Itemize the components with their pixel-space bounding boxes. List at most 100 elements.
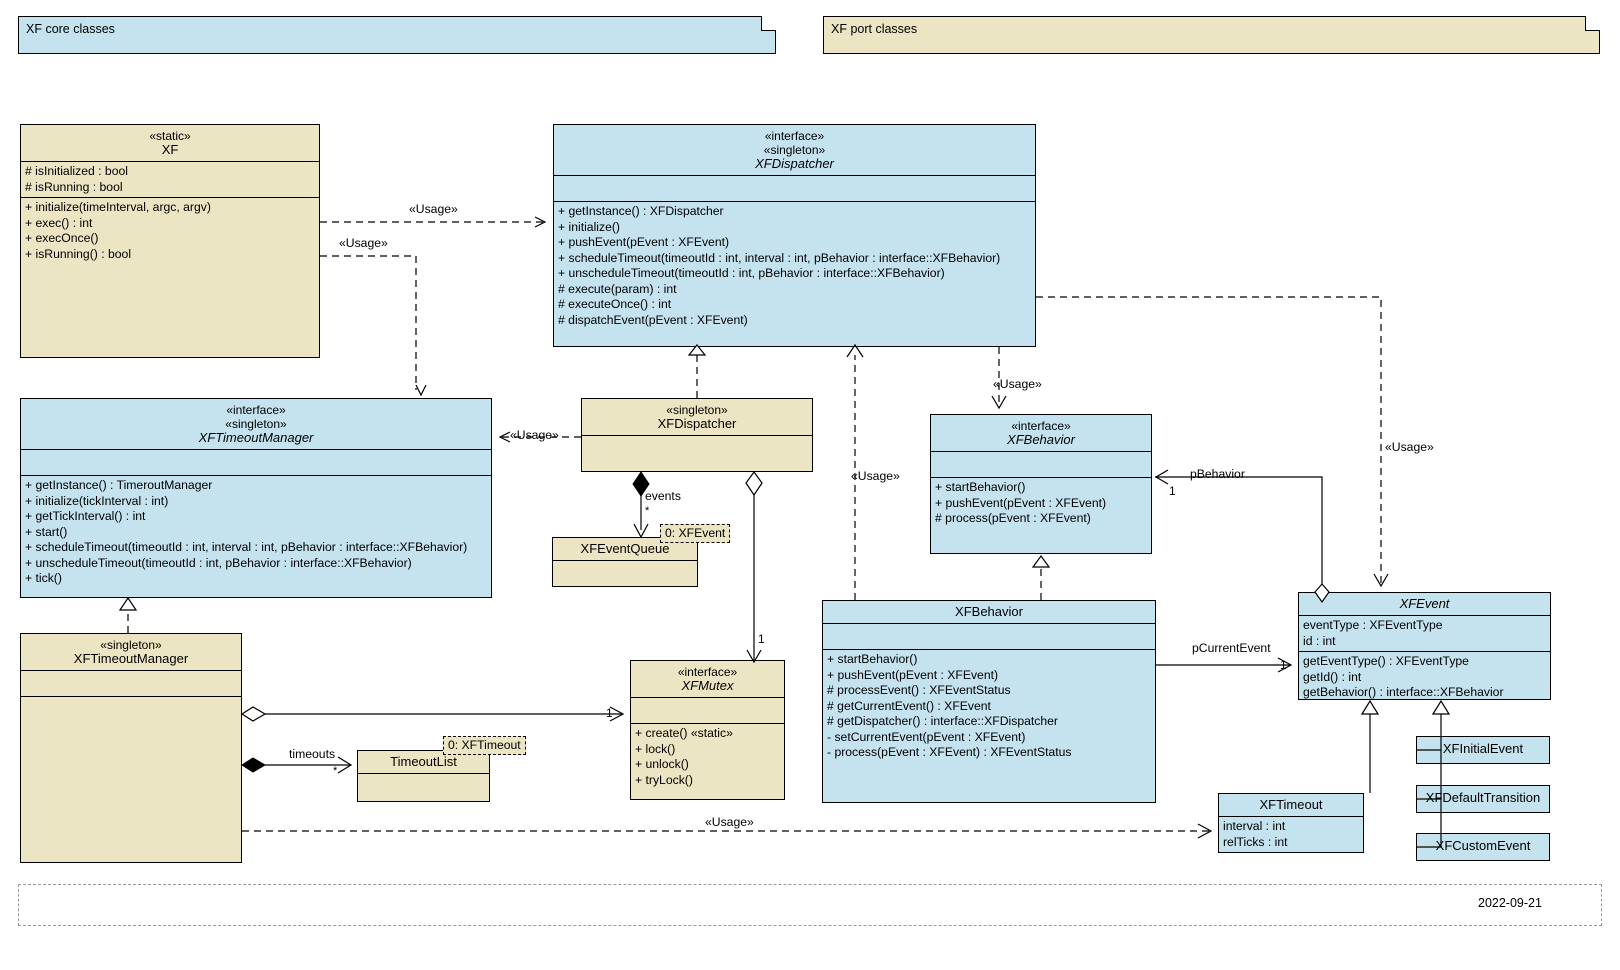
connector-realization-xftimeoutmanager [118,596,138,633]
label-usage-behavior-dispatcher: «Usage» [851,469,900,483]
stereotype-interface: «interface» [1011,419,1071,433]
class-xfcustomevent-name: XFCustomEvent [1435,838,1531,853]
class-xfevent-header: XFEvent [1299,593,1550,616]
label-mult-events: * [645,505,650,517]
label-usage-xf-dispatcher: «Usage» [409,202,458,216]
connector-realization-xfdispatcher [687,344,707,398]
label-role-events: events [645,489,681,503]
class-xfmutex-attributes [631,698,784,724]
class-xfmutex[interactable]: «interface» XFMutex + create() «static» … [630,660,785,800]
class-xfbehavior-operations: + startBehavior() + pushEvent(pEvent : X… [823,650,1155,802]
class-xftimeout[interactable]: XFTimeout interval : int relTicks : int [1218,793,1364,853]
operation-row: + startBehavior() [827,652,918,666]
operation-row: # processEvent() : XFEventStatus [827,683,1011,697]
attribute-row: relTicks : int [1223,834,1288,849]
class-xfbehavior[interactable]: XFBehavior + startBehavior() + pushEvent… [822,600,1156,803]
class-xfdispatcher-interface[interactable]: «interface» «singleton» XFDispatcher + g… [553,124,1036,347]
operation-row: - setCurrentEvent(pEvent : XFEvent) [827,729,1026,744]
operation-row: + pushEvent(pEvent : XFEvent) [935,495,1107,510]
label-mult-pcurrentevent: 1 [1280,658,1287,672]
class-xfdispatcher-interface-attributes [554,176,1035,202]
dogear-icon [761,16,776,31]
attribute-row: # isRunning : bool [25,179,123,194]
template-binding-xfeventqueue: 0: XFEvent [660,524,731,543]
class-xfbehavior-interface-operations: + startBehavior() + pushEvent(pEvent : X… [931,478,1151,553]
stereotype-singleton: «singleton» [225,417,287,431]
class-xfeventqueue[interactable]: XFEventQueue [552,537,698,587]
operation-row: + startBehavior() [935,480,1026,494]
class-xftimeoutmanager-singleton-body [21,697,241,862]
class-xfmutex-header: «interface» XFMutex [631,661,784,698]
operation-row: + tick() [25,571,62,585]
class-xfevent-attributes: eventType : XFEventType id : int [1299,616,1550,652]
class-xfbehavior-interface-attributes [931,452,1151,478]
label-mult-mutex-left: 1 [606,706,613,720]
class-xf[interactable]: «static» XF # isInitialized : bool # isR… [20,124,320,358]
connector-aggregation-pbehavior [1154,469,1330,604]
class-xfeventqueue-body [553,561,697,586]
class-timeoutlist-body [358,774,489,801]
operation-row: + execOnce() [25,231,99,245]
label-role-pcurrentevent: pCurrentEvent [1192,641,1271,655]
class-xftimeoutmanager-singleton[interactable]: «singleton» XFTimeoutManager [20,633,242,863]
operation-row: getEventType() : XFEventType [1303,654,1469,668]
class-xfcustomevent[interactable]: XFCustomEvent [1416,833,1550,861]
connector-generalization-xftimeout [1360,699,1380,793]
label-mult-timeouts: * [333,765,338,777]
operation-row: getId() : int [1303,669,1362,684]
operation-row: + scheduleTimeout(timeoutId : int, inter… [25,540,468,554]
class-xf-header: «static» XF [21,125,319,162]
template-binding-timeoutlist: 0: XFTimeout [443,736,526,755]
class-xftimeout-attributes: interval : int relTicks : int [1219,817,1363,852]
legend-port-label: XF port classes [831,22,918,36]
stereotype-interface: «interface» [677,665,738,679]
operation-row: + initialize() [558,219,620,234]
class-xftimeoutmanager-interface[interactable]: «interface» «singleton» XFTimeoutManager… [20,398,492,598]
stereotype-singleton: «singleton» [666,403,728,417]
class-xfdispatcher-interface-name: XFDispatcher [755,156,834,171]
operation-row: # execute(param) : int [558,281,677,296]
dogear-icon [1585,16,1600,31]
operation-row: # getCurrentEvent() : XFEvent [827,698,991,713]
class-xf-stereotype: «static» [149,129,191,143]
class-xftimeoutmanager-singleton-attributes [21,671,241,697]
class-xfdispatcher-interface-operations: + getInstance() : XFDispatcher + initial… [554,202,1035,346]
class-xfevent-name: XFEvent [1399,596,1450,611]
operation-row: + getTickInterval() : int [25,509,146,523]
connector-generalization-xfevent-subclasses [1416,699,1451,848]
class-xf-attributes: # isInitialized : bool # isRunning : boo… [21,162,319,198]
class-xfbehavior-name: XFBehavior [955,604,1023,619]
class-xfinitialevent-name: XFInitialEvent [1442,741,1524,756]
class-timeoutlist[interactable]: TimeoutList [357,750,490,802]
operation-row: getBehavior() : interface::XFBehavior [1303,685,1504,699]
class-xfevent[interactable]: XFEvent eventType : XFEventType id : int… [1298,592,1551,700]
operation-row: # getDispatcher() : interface::XFDispatc… [827,714,1058,728]
class-xfbehavior-interface-name: XFBehavior [1007,432,1075,447]
legend-core-label: XF core classes [26,22,115,36]
class-xftimeoutmanager-interface-attributes [21,450,491,476]
legend-core-package: XF core classes [18,16,776,54]
stereotype-interface: «interface» [764,129,825,143]
class-xfdispatcher-singleton[interactable]: «singleton» XFDispatcher [581,398,813,472]
label-usage-dispatcher-event: «Usage» [1385,440,1434,454]
class-xftimeoutmanager-singleton-name: XFTimeoutManager [73,651,189,666]
operation-row: + tryLock() [635,772,693,787]
operation-row: + pushEvent(pEvent : XFEvent) [558,235,730,249]
class-xfdefaulttransition[interactable]: XFDefaultTransition [1416,785,1550,813]
class-xfbehavior-interface[interactable]: «interface» XFBehavior + startBehavior()… [930,414,1152,554]
class-xfmutex-name: XFMutex [681,678,734,693]
class-timeoutlist-name: TimeoutList [390,754,457,769]
class-xfinitialevent[interactable]: XFInitialEvent [1416,736,1550,764]
operation-row: + getInstance() : XFDispatcher [558,204,724,218]
class-xfdispatcher-interface-header: «interface» «singleton» XFDispatcher [554,125,1035,176]
operation-row: # dispatchEvent(pEvent : XFEvent) [558,312,748,327]
label-usage-dispatcher-behavior: «Usage» [993,377,1042,391]
class-xfdispatcher-singleton-name: XFDispatcher [657,416,737,431]
operation-row: + isRunning() : bool [25,246,132,261]
class-xfdispatcher-singleton-body [582,436,812,471]
class-xfmutex-operations: + create() «static» + lock() + unlock() … [631,724,784,799]
label-usage-xf-timeoutmanager: «Usage» [339,236,388,250]
label-mult-pbehavior: 1 [1169,484,1176,498]
attribute-row: interval : int [1223,819,1286,833]
